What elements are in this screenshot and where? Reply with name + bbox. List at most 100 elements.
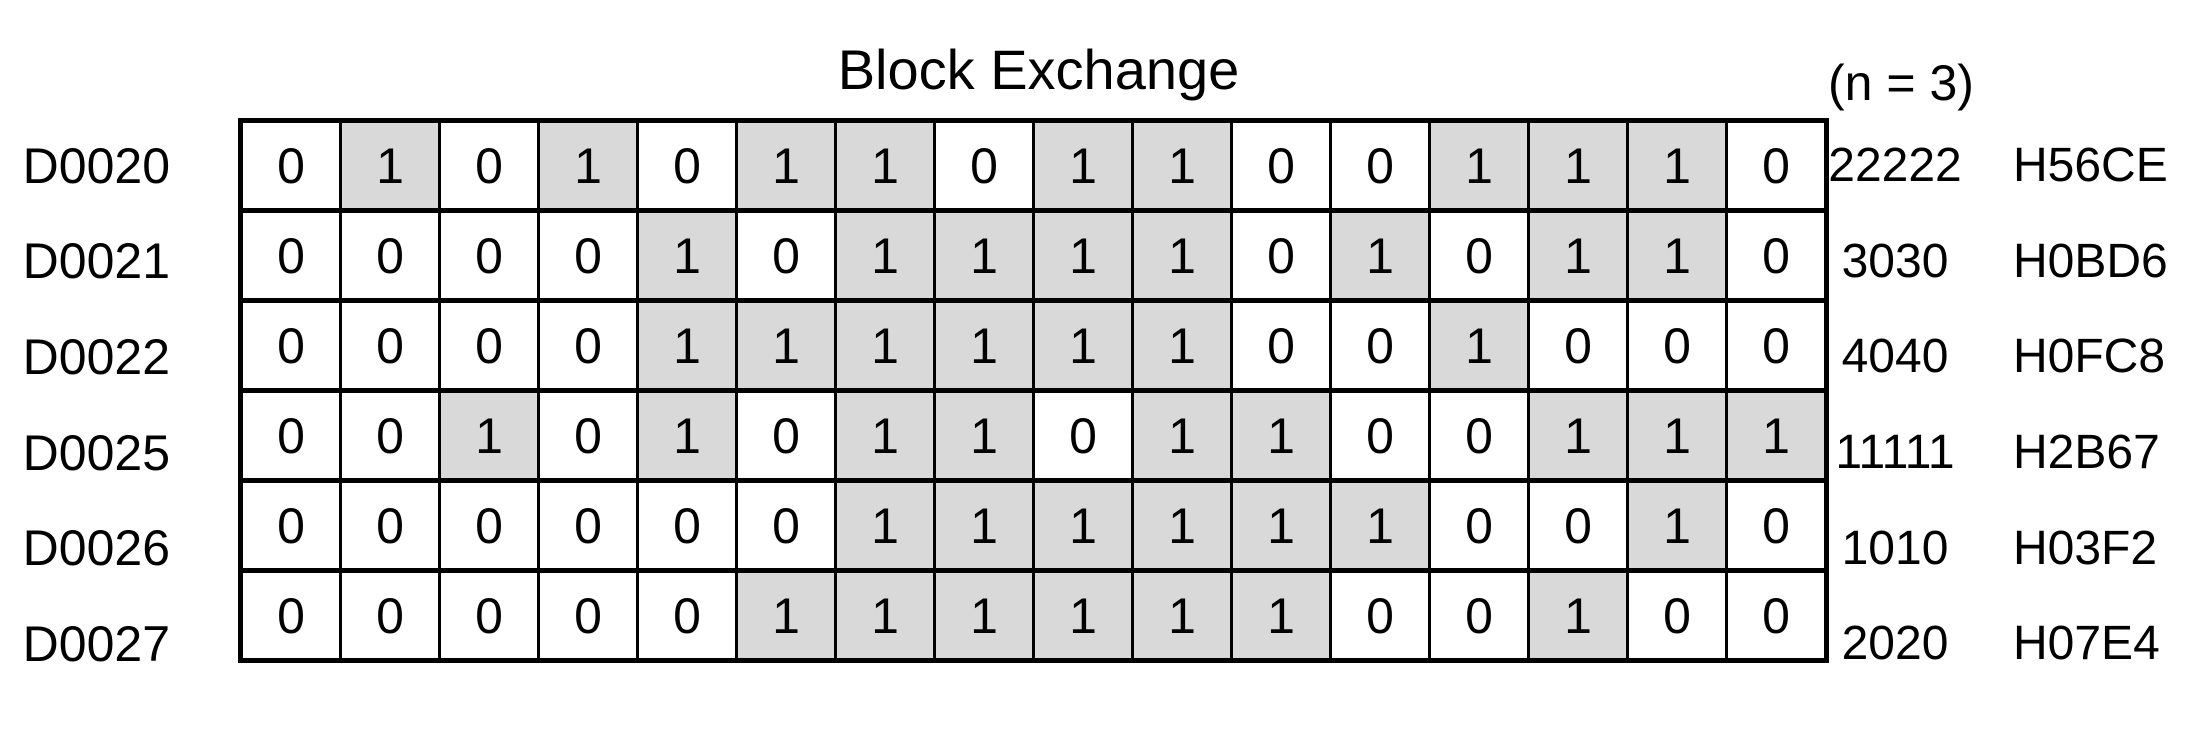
bit-cell: 0 [438,568,540,663]
bit-cell: 0 [1527,298,1629,393]
bit-cell: 0 [537,388,639,483]
bit-cell: 0 [1428,388,1530,483]
bit-cell: 0 [438,298,540,393]
hex-value: H03F2 [2013,521,2158,575]
bit-cell: 0 [1230,208,1332,303]
bit-cell: 1 [933,388,1035,483]
hex-value: H0BD6 [2013,234,2168,288]
bit-cell: 1 [933,298,1035,393]
bit-cell: 1 [1428,298,1530,393]
bit-cell: 1 [1131,208,1233,303]
bit-cell: 1 [834,208,936,303]
decimal-value: 11111 [1835,426,1955,480]
bit-cell: 1 [1527,388,1629,483]
decimal-value: 2020 [1841,617,1949,671]
bit-cell: 1 [834,118,936,213]
bit-cell: 0 [1428,478,1530,573]
bit-cell: 1 [1131,388,1233,483]
hex-value: H07E4 [2013,617,2160,671]
bit-cell: 1 [933,208,1035,303]
bit-cell: 1 [735,298,837,393]
register-label: D0021 [22,233,170,290]
bit-cell: 0 [537,208,639,303]
bit-cell: 0 [1725,478,1828,573]
register-label: D0020 [22,137,170,194]
bit-cell: 0 [438,118,540,213]
bit-cell: 0 [239,478,342,573]
bit-cell: 1 [1230,568,1332,663]
decimal-value: 1010 [1841,521,1949,575]
bit-cell: 0 [1725,298,1828,393]
decimal-value: 22222 [1828,139,1962,193]
bit-cell: 0 [239,568,342,663]
bit-cell: 1 [636,298,738,393]
bit-cell: 0 [1428,208,1530,303]
bit-cell: 0 [537,298,639,393]
bit-cell: 0 [1725,208,1828,303]
bit-cell: 0 [1329,298,1431,393]
diagram-title: Block Exchange [837,38,1240,101]
bit-cell: 0 [339,388,441,483]
decimal-value: 4040 [1841,330,1949,384]
bit-cell: 1 [1725,388,1828,483]
bit-cell: 0 [636,568,738,663]
bit-cell: 1 [537,118,639,213]
bit-cell: 0 [1329,118,1431,213]
bit-cell: 1 [339,118,441,213]
bit-cell: 0 [1626,568,1728,663]
hex-value: H2B67 [2013,426,2160,480]
bit-cell: 1 [1032,118,1134,213]
bit-cell: 0 [339,478,441,573]
bit-cell: 0 [636,118,738,213]
bit-cell: 1 [834,388,936,483]
n-value-annotation: (n = 3) [1828,55,1974,111]
bit-cell: 1 [636,388,738,483]
decimal-value: 3030 [1841,234,1949,288]
bit-cell: 0 [239,118,342,213]
bit-cell: 0 [537,478,639,573]
bit-cell: 1 [1230,388,1332,483]
bit-cell: 1 [438,388,540,483]
bit-cell: 0 [1428,568,1530,663]
hex-value: H56CE [2013,139,2168,193]
bit-cell: 1 [636,208,738,303]
bit-cell: 1 [1032,568,1134,663]
bit-cell: 0 [735,478,837,573]
bit-cell: 1 [1626,388,1728,483]
bit-cell: 1 [1131,478,1233,573]
bit-cell: 1 [1626,208,1728,303]
bit-cell: 0 [1230,298,1332,393]
bit-cell: 0 [933,118,1035,213]
bit-cell: 0 [339,298,441,393]
bit-cell: 1 [1626,118,1728,213]
hex-value: H0FC8 [2013,330,2166,384]
decimal-values-column: 22222 3030 4040 11111 1010 2020 [1795,118,1995,692]
bit-cell: 1 [1428,118,1530,213]
bit-cell: 0 [339,208,441,303]
bit-cell: 1 [834,478,936,573]
bit-cell: 1 [1527,208,1629,303]
bit-cell: 0 [735,208,837,303]
bit-cell: 0 [1032,388,1134,483]
bit-cell: 1 [735,568,837,663]
bit-cell: 0 [438,208,540,303]
bit-cell: 1 [933,478,1035,573]
register-label: D0022 [22,328,170,385]
bit-cell: 0 [537,568,639,663]
bit-cell: 0 [735,388,837,483]
bit-cell: 1 [1527,568,1629,663]
bit-cell: 0 [239,388,342,483]
bit-cell: 1 [1032,298,1134,393]
bit-cell: 1 [834,568,936,663]
bit-cell: 1 [1230,478,1332,573]
bit-cell: 0 [1725,118,1828,213]
